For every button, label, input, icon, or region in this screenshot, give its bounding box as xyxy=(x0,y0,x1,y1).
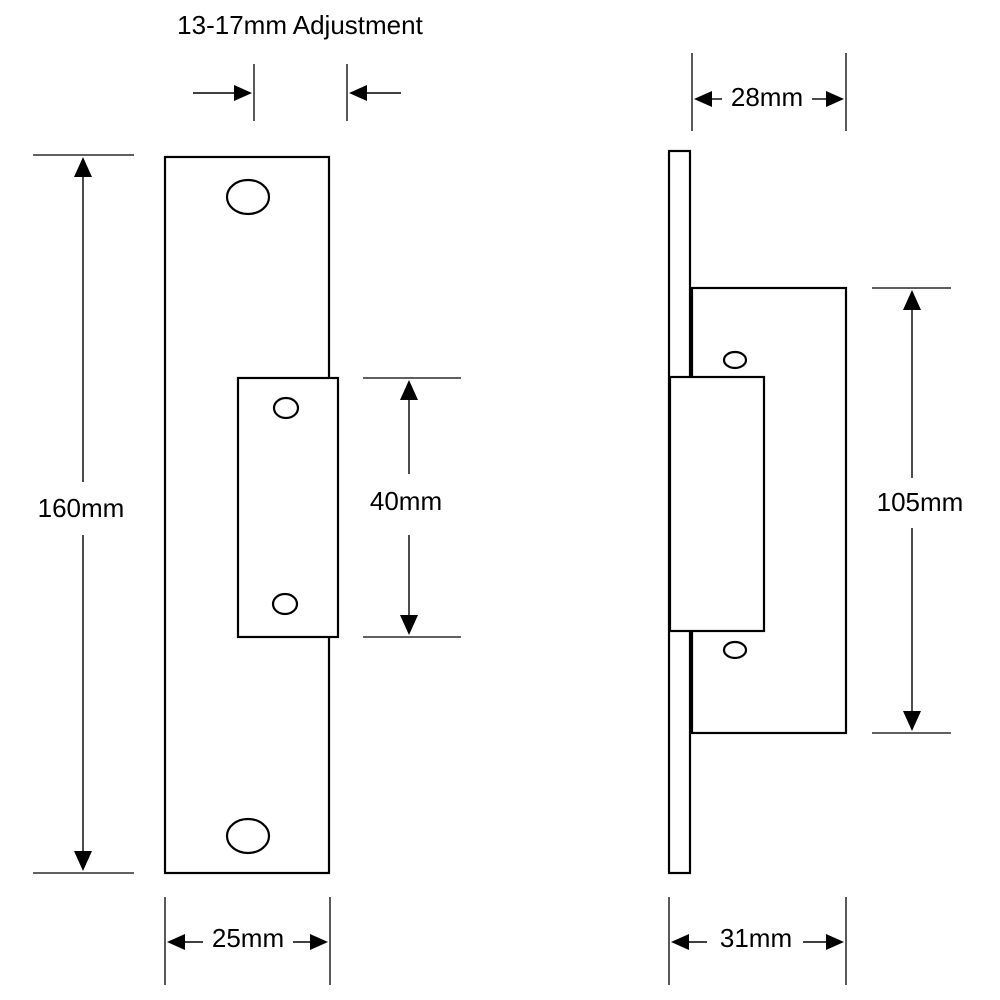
arrow-left-icon xyxy=(694,91,712,107)
body-top-screw xyxy=(722,350,748,370)
keeper-top-screw xyxy=(272,396,300,420)
arrow-right-icon xyxy=(826,91,844,107)
side-view xyxy=(667,149,848,875)
adjustment-label: 13-17mm Adjustment xyxy=(177,10,423,40)
bottom-mounting-hole xyxy=(225,817,271,855)
body-bottom-screw xyxy=(722,640,748,660)
arrow-right-icon xyxy=(310,934,328,950)
body-height-dimension xyxy=(872,287,951,734)
arrow-up-icon xyxy=(74,157,92,177)
side-top-width-label: 28mm xyxy=(731,82,803,112)
side-bottom-width-label: 31mm xyxy=(720,923,792,953)
keeper-height-label: 40mm xyxy=(370,486,442,516)
side-top-width-dimension xyxy=(691,53,847,131)
adjustment-dimension xyxy=(193,64,401,121)
keeper-bottom-screw xyxy=(271,592,299,616)
plate-height-label: 160mm xyxy=(38,493,125,523)
arrow-down-icon xyxy=(74,851,92,871)
arrow-right-icon xyxy=(826,934,844,950)
arrow-left-icon xyxy=(167,934,185,950)
side-bottom-width-dimension xyxy=(668,897,847,985)
arrow-down-icon xyxy=(400,615,418,635)
body-height-label: 105mm xyxy=(877,487,964,517)
front-view xyxy=(163,155,340,875)
plate-width-label: 25mm xyxy=(212,923,284,953)
arrow-left-icon xyxy=(349,85,367,101)
plate-width-dimension xyxy=(164,897,331,985)
arrow-left-icon xyxy=(671,934,689,950)
plate-height-dimension xyxy=(33,154,134,874)
side-keeper xyxy=(668,375,766,633)
top-mounting-hole xyxy=(225,178,271,216)
keeper-height-dimension xyxy=(363,377,461,638)
arrow-down-icon xyxy=(903,711,921,731)
arrow-right-icon xyxy=(234,85,252,101)
arrow-up-icon xyxy=(400,380,418,400)
arrow-up-icon xyxy=(903,290,921,310)
